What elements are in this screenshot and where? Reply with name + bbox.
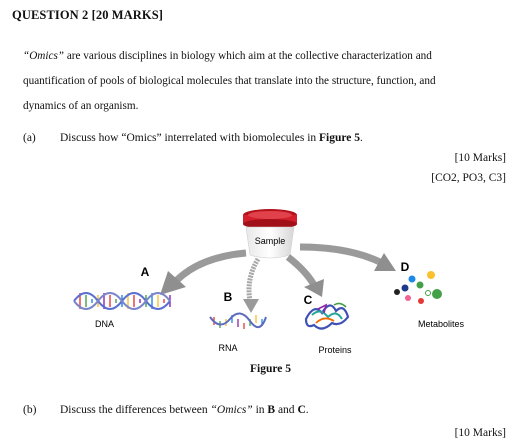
omics-term: “Omics” <box>23 50 65 62</box>
part-a-text-end: . <box>360 132 363 144</box>
part-a-text-mid: interrelated with biomolecules in <box>161 132 320 144</box>
rna-strand-icon <box>209 312 267 329</box>
proteins-label: Proteins <box>318 345 352 355</box>
metabolites-label: Metabolites <box>418 319 465 329</box>
protein-structure-icon <box>304 302 350 330</box>
arrow-a-icon <box>160 249 247 295</box>
letter-c: C <box>304 293 313 307</box>
arrow-d-icon <box>299 243 396 271</box>
intro-paragraph: “Omics” are various disciplines in biolo… <box>23 44 493 119</box>
part-a-omics-term: “Omics” <box>121 132 162 144</box>
intro-line-1: are various disciplines in biology which… <box>64 50 432 62</box>
part-a-marks: [10 Marks] <box>454 152 506 164</box>
part-b-ref-b: B <box>267 404 276 416</box>
letter-b: B <box>224 290 233 304</box>
metabolite-molecules-icon <box>394 271 442 304</box>
dna-helix-icon <box>73 292 171 310</box>
dna-label: DNA <box>95 319 114 329</box>
part-a-label: (a) <box>23 132 36 144</box>
question-heading: QUESTION 2 [20 MARKS] <box>12 8 164 22</box>
arrow-c-icon <box>285 254 324 297</box>
part-b-label: (b) <box>23 404 37 416</box>
part-b-ref-c: C <box>297 404 306 416</box>
arrow-b-icon <box>243 257 261 313</box>
part-b-text-start: Discuss the differences between <box>60 404 211 416</box>
rna-label: RNA <box>218 343 237 353</box>
part-b-text-and: and <box>275 404 298 416</box>
part-a-figure-ref: Figure 5 <box>319 132 361 144</box>
part-a-codes: [CO2, PO3, C3] <box>431 172 506 184</box>
part-b-question: Discuss the differences between “Omics” … <box>60 404 309 416</box>
intro-line-3: dynamics of an organism. <box>23 100 139 112</box>
part-b-omics-term: “Omics” <box>210 404 253 416</box>
part-b-text-end: . <box>305 404 309 416</box>
part-a-question: Discuss how “Omics” interrelated with bi… <box>60 132 363 144</box>
letter-d: D <box>401 260 410 274</box>
sample-container-icon <box>243 209 297 259</box>
part-a-text-start: Discuss how <box>60 132 122 144</box>
intro-line-2: quantification of pools of biological mo… <box>23 75 436 87</box>
letter-a: A <box>141 265 150 279</box>
figure-caption: Figure 5 <box>250 363 291 375</box>
sample-label: Sample <box>255 236 286 246</box>
omics-figure: Sample A B C D <box>73 209 465 355</box>
part-b-marks: [10 Marks] <box>454 427 506 439</box>
part-b-text-mid: in <box>252 404 268 416</box>
